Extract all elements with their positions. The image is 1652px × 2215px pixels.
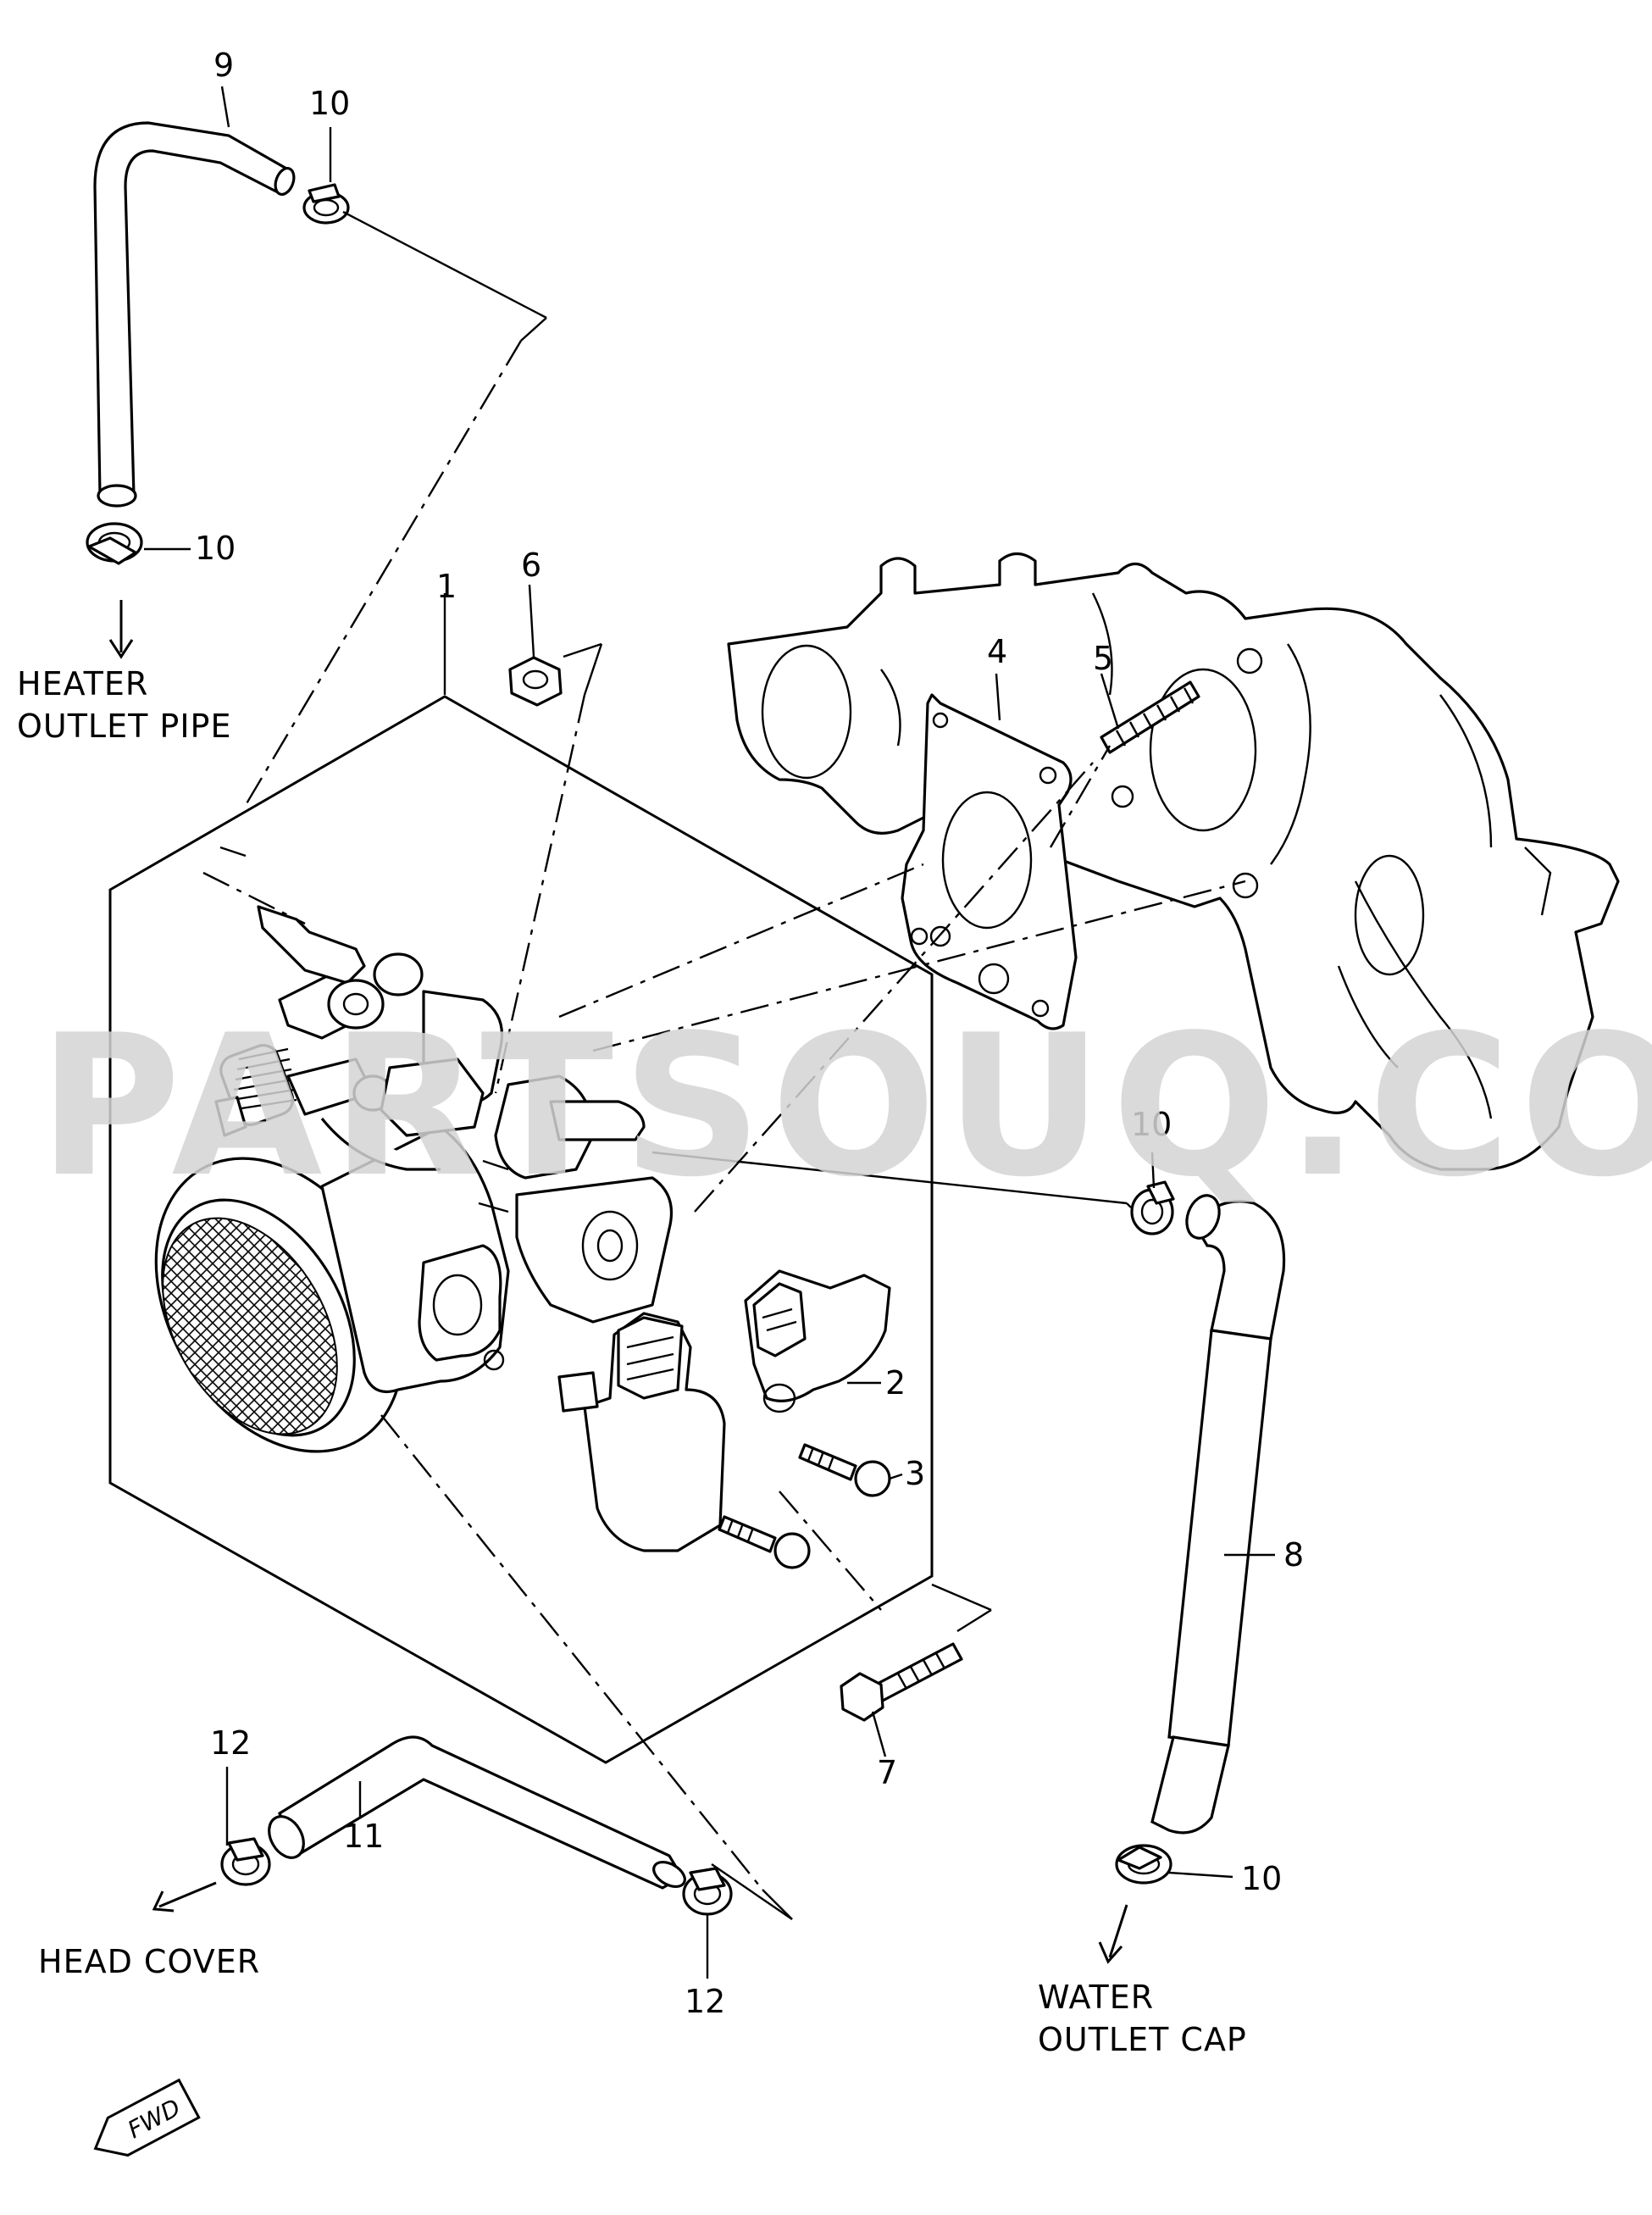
throttle-position-sensor [744, 1269, 891, 1413]
assembly-box [108, 695, 934, 1764]
caption-heater-line2: OUTLET PIPE [17, 708, 231, 745]
caption-water-line2: OUTLET CAP [1038, 2021, 1247, 2058]
stud [1100, 680, 1200, 754]
callout-10-bottom: 10 [1241, 1860, 1282, 1897]
flow-arrows [108, 600, 1128, 1964]
callout-11: 11 [343, 1818, 384, 1855]
clamp-10-bottom [1115, 1844, 1172, 1885]
callout-12-left: 12 [210, 1724, 251, 1762]
callout-2: 2 [885, 1364, 906, 1402]
hose-8 [1150, 1194, 1286, 1835]
clamp-10-top [302, 183, 350, 225]
callout-4: 4 [987, 633, 1007, 670]
clamp-12-left [220, 1837, 271, 1886]
control-module [557, 1312, 726, 1552]
callout-12-right: 12 [685, 1983, 725, 2020]
callout-9: 9 [213, 47, 234, 84]
clamp-10-left [86, 522, 143, 565]
screw-lower [718, 1515, 811, 1569]
watermark: PARTSOUQ.COM [38, 994, 1652, 1220]
clamp-12-right [682, 1867, 733, 1916]
screw-upper [798, 1443, 891, 1497]
callout-10-top: 10 [309, 85, 350, 122]
hose-11 [268, 1735, 686, 1890]
clamp-10-mid [1130, 1180, 1175, 1235]
assembly-lines [202, 210, 1246, 1920]
callout-6: 6 [521, 547, 541, 584]
throttle-body [154, 905, 674, 1453]
caption-water-line1: WATER [1038, 1979, 1154, 2016]
callout-3: 3 [905, 1455, 925, 1492]
nut [508, 656, 563, 707]
caption-head-cover: HEAD COVER [38, 1943, 260, 1980]
callout-7: 7 [877, 1754, 897, 1791]
callout-5: 5 [1093, 640, 1113, 677]
caption-heater-line1: HEATER [17, 665, 148, 702]
hose-9 [93, 121, 296, 508]
bolt [840, 1642, 963, 1722]
leader-lines [144, 86, 1275, 1979]
callout-1: 1 [436, 568, 457, 605]
callout-8: 8 [1283, 1536, 1304, 1574]
fwd-arrow-icon: FWD [93, 2078, 201, 2157]
callout-10-mid: 10 [1131, 1106, 1172, 1143]
gasket [901, 693, 1078, 1030]
callout-10-left: 10 [195, 530, 236, 567]
